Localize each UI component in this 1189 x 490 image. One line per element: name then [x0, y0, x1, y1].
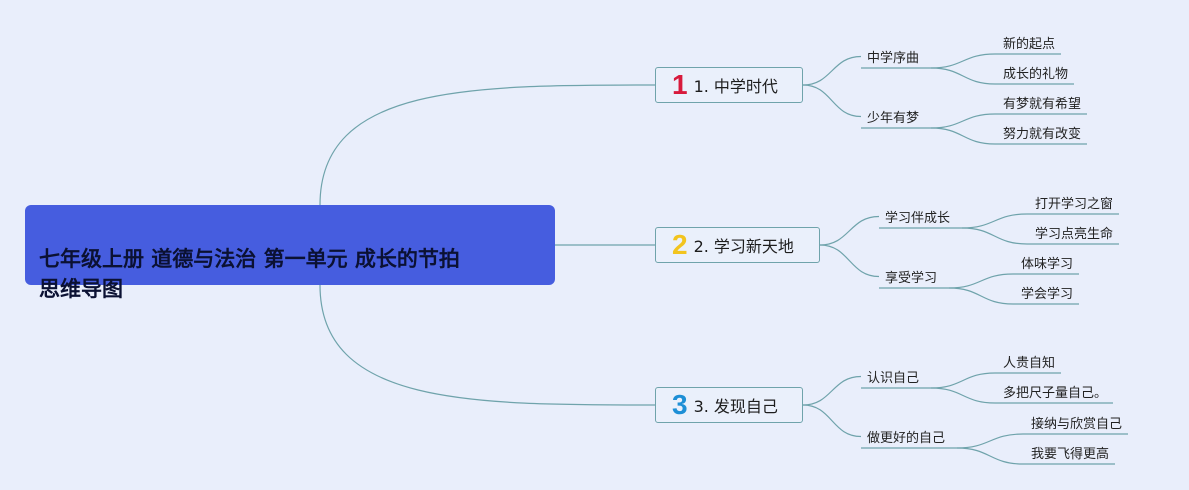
connector-branch-2-sub-1 [819, 215, 880, 246]
connector-branch-1-sub-1 [802, 55, 862, 86]
subtopic-3-2[interactable]: 做更好的自己 [867, 431, 946, 446]
subtopic-2-1[interactable]: 学习伴成长 [885, 211, 951, 226]
branch-2-label: 2. 学习新天地 [693, 237, 794, 256]
connector-sub-1-1-leaf-1 [930, 53, 996, 69]
number-3-icon: 3 [672, 389, 688, 420]
branch-1[interactable]: 1 1. 中学时代 [655, 67, 803, 103]
connector-sub-3-1-leaf-1 [930, 372, 996, 389]
connector-branch-3-sub-1 [802, 375, 862, 406]
connector-branch-3-sub-2 [802, 404, 862, 438]
central-topic-label: 七年级上册 道德与法治 第一单元 成长的节拍 思维导图 [39, 247, 460, 301]
number-1-icon: 1 [672, 69, 688, 100]
connector-root-branch-3 [319, 284, 656, 406]
branch-3-label: 3. 发现自己 [693, 397, 778, 416]
leaf-1-1-2[interactable]: 成长的礼物 [1003, 67, 1069, 82]
leaf-3-1-2[interactable]: 多把尺子量自己。 [1003, 386, 1108, 401]
connector-sub-2-1-leaf-2 [961, 227, 1028, 245]
connector-sub-3-2-leaf-1 [956, 433, 1024, 449]
subtopic-1-2[interactable]: 少年有梦 [867, 111, 920, 126]
subtopic-3-1[interactable]: 认识自己 [867, 371, 920, 386]
central-topic[interactable]: 七年级上册 道德与法治 第一单元 成长的节拍 思维导图 [25, 205, 555, 301]
leaf-2-1-2[interactable]: 学习点亮生命 [1035, 227, 1114, 242]
connector-branch-2-sub-2 [819, 244, 880, 278]
connector-sub-3-1-leaf-2 [930, 387, 996, 404]
leaf-1-2-1[interactable]: 有梦就有希望 [1003, 97, 1082, 112]
connector-root-branch-1 [319, 84, 656, 206]
branch-1-label: 1. 中学时代 [693, 77, 778, 96]
branch-2[interactable]: 2 2. 学习新天地 [655, 227, 820, 263]
connector-sub-1-2-leaf-2 [930, 127, 996, 145]
leaf-2-1-1[interactable]: 打开学习之窗 [1035, 197, 1114, 212]
leaf-3-2-1[interactable]: 接纳与欣赏自己 [1031, 417, 1123, 432]
number-2-icon: 2 [672, 229, 688, 260]
leaf-1-1-1[interactable]: 新的起点 [1003, 37, 1056, 52]
branch-3[interactable]: 3 3. 发现自己 [655, 387, 803, 423]
leaf-1-2-2[interactable]: 努力就有改变 [1003, 127, 1082, 142]
leaf-3-1-1[interactable]: 人贵自知 [1003, 356, 1056, 371]
leaf-3-2-2[interactable]: 我要飞得更高 [1031, 447, 1110, 462]
connector-sub-1-1-leaf-2 [930, 67, 996, 85]
subtopic-2-2[interactable]: 享受学习 [885, 271, 938, 286]
leaf-2-2-1[interactable]: 体味学习 [1021, 257, 1074, 272]
subtopic-1-1[interactable]: 中学序曲 [867, 51, 920, 66]
connector-branch-1-sub-2 [802, 84, 862, 118]
leaf-2-2-2[interactable]: 学会学习 [1021, 287, 1074, 302]
connector-sub-2-2-leaf-1 [948, 273, 1014, 289]
connector-sub-2-1-leaf-1 [961, 213, 1028, 229]
connector-sub-2-2-leaf-2 [948, 287, 1014, 305]
connector-sub-3-2-leaf-2 [956, 447, 1024, 465]
connector-sub-1-2-leaf-1 [930, 113, 996, 129]
